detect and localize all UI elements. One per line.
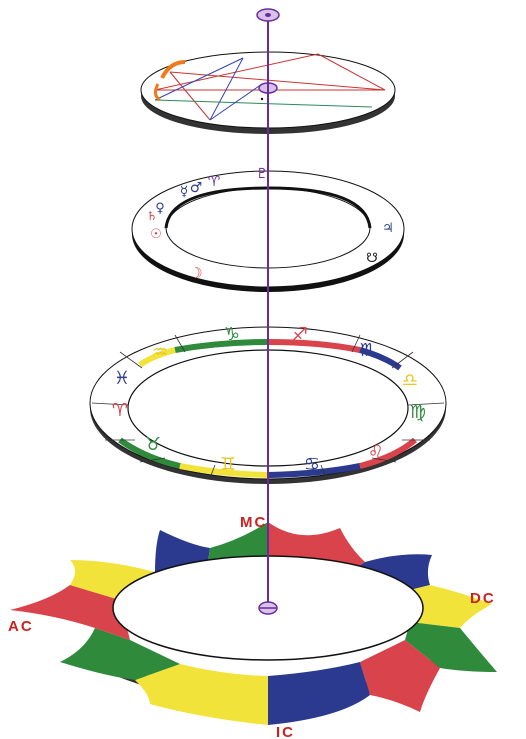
sign-libra: ♎ (402, 370, 418, 391)
aspect-disc-center-dot (260, 97, 264, 101)
planet-mercury: ☿ (180, 184, 189, 200)
sign-leo: ♌ (368, 442, 384, 463)
sign-sagittarius: ♐ (292, 324, 308, 345)
label-dc: DC (470, 590, 496, 607)
label-mc: MC (240, 514, 267, 531)
sign-virgo: ♍ (410, 402, 426, 423)
planet-mars: ♂ (190, 180, 203, 196)
planet-jupiter: ♃ (382, 221, 394, 236)
sign-taurus: ♉ (145, 434, 161, 455)
planet-sun: ☉ (150, 227, 162, 242)
zodiac-band-yellow-left (138, 347, 176, 368)
house-sector-5 (360, 640, 440, 712)
house-sector-7 (135, 664, 268, 725)
sign-scorpio: ♏ (360, 340, 376, 361)
planet-venus: ♀ (155, 201, 165, 216)
planet-moon: ☽ (189, 264, 202, 282)
planet-pluto: ♇ (256, 166, 269, 182)
houses-base-layer (10, 522, 497, 725)
zodiac-band-green-bottom (118, 437, 181, 469)
zodiac-band-red-top (267, 339, 361, 353)
zodiac-band-red-bottom (359, 437, 417, 469)
planet-saturn: ♄ (147, 209, 158, 223)
zodiac-band-blue-bottom (267, 463, 361, 478)
planet-aries-glyph: ♈ (208, 174, 221, 190)
sign-aries: ♈ (112, 400, 128, 421)
house-sector-8 (60, 628, 180, 680)
aspect-lines (153, 53, 386, 121)
axis-top-knob-dot (265, 13, 271, 17)
sign-capricorn: ♑ (224, 324, 240, 345)
planet-node: ☋ (366, 251, 378, 266)
label-ac: AC (8, 618, 34, 635)
zodiac-band-green-top (174, 339, 269, 353)
central-axis (256, 8, 280, 615)
house-sector-9 (10, 585, 130, 640)
zodiac-band-yellow-bottom (179, 463, 269, 478)
zodiac-dividers (91, 327, 445, 479)
sign-aquarius: ♒ (152, 342, 168, 363)
house-sector-6 (268, 662, 370, 725)
zodiac-band-blue-top (359, 347, 402, 371)
sign-cancer: ♋ (304, 454, 320, 475)
label-ic: IC (276, 724, 295, 739)
sign-gemini: ♊ (220, 454, 236, 475)
sign-pisces: ♓ (114, 368, 130, 389)
house-sector-4 (405, 622, 497, 672)
